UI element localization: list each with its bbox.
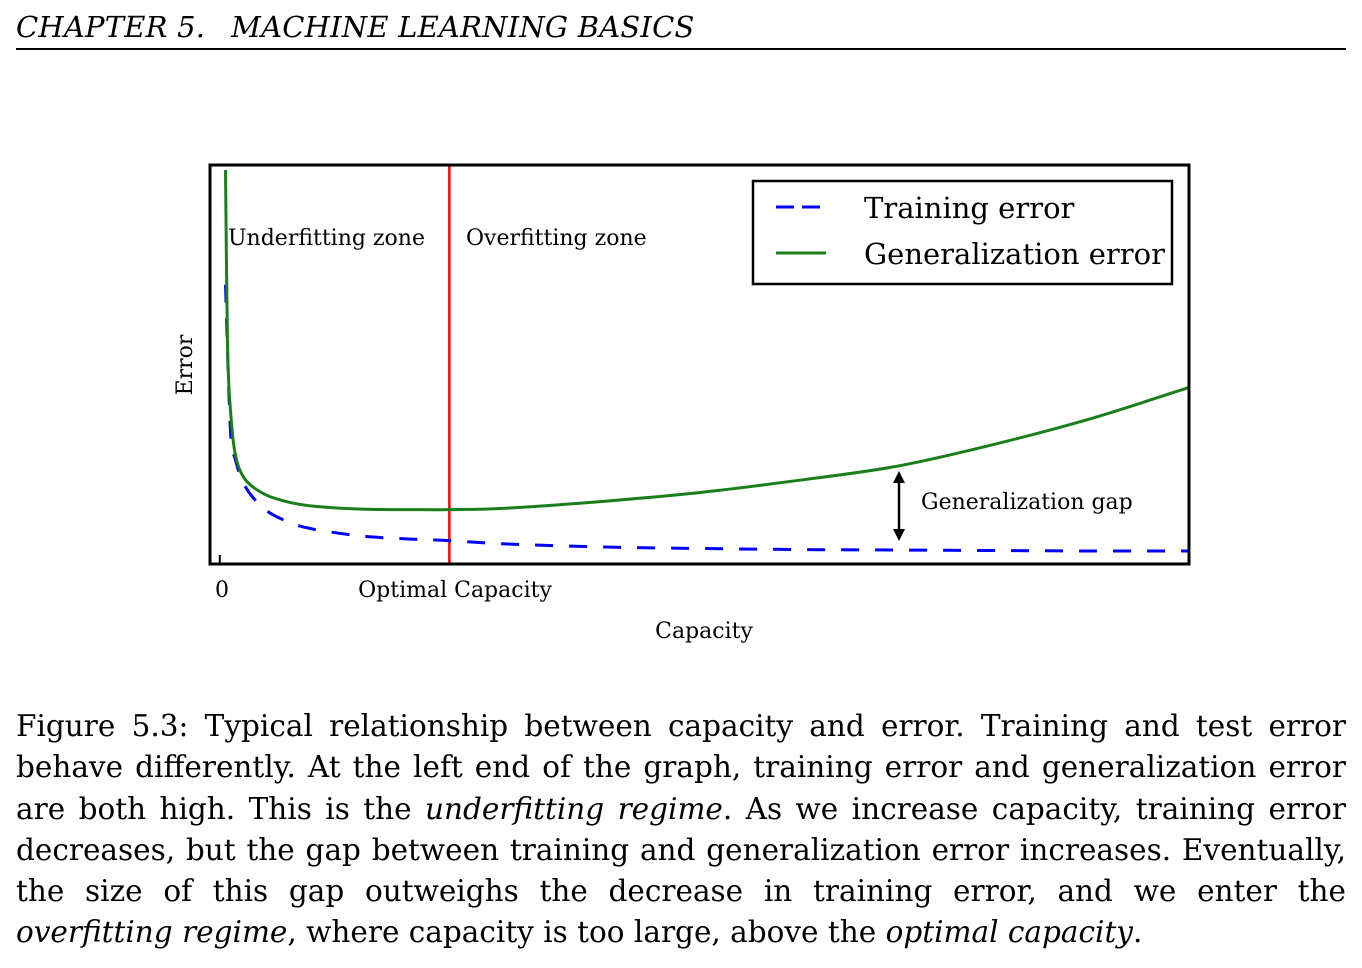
x-axis-label: Capacity (655, 619, 753, 644)
term-overfitting-regime: overfitting regime (16, 915, 288, 950)
capacity-error-figure: 0 Optimal Capacity Capacity Error Underf… (173, 163, 1191, 644)
caption-text-4: . (1132, 915, 1143, 950)
legend: Training error Generalization error (751, 179, 1174, 286)
legend-label-generalization: Generalization error (864, 237, 1165, 271)
generalization-gap-annotation: Generalization gap (893, 471, 1133, 541)
figure-caption: Figure 5.3: Typical relationship between… (16, 706, 1346, 954)
legend-label-training: Training error (864, 191, 1075, 225)
legend-box (751, 179, 1174, 286)
x-tick-label-0: 0 (215, 578, 229, 603)
underfitting-zone-label: Underfitting zone (228, 226, 425, 251)
optimal-capacity-label: Optimal Capacity (358, 578, 552, 603)
figure-label: Figure 5.3: (16, 709, 189, 743)
training-error-curve (224, 284, 1189, 553)
chapter-number: CHAPTER 5. (16, 10, 206, 44)
generalization-gap-label: Generalization gap (921, 490, 1133, 515)
plot-area (224, 165, 1189, 564)
caption-text-2: . As we increase capacity, training erro… (16, 791, 1346, 909)
generalization-error-curve (224, 169, 1189, 512)
chapter-title: MACHINE LEARNING BASICS (231, 10, 695, 44)
caption-text-3: , where capacity is too large, above the (287, 915, 877, 950)
header-rule (16, 48, 1346, 50)
overfitting-zone-label: Overfitting zone (466, 226, 647, 251)
plot-frame (208, 163, 1191, 566)
caption-text-1: Typical relationship between capacity an… (16, 709, 1346, 826)
gap-arrow-head-up (893, 471, 905, 483)
y-axis-label: Error (173, 334, 198, 395)
running-head: CHAPTER 5. MACHINE LEARNING BASICS (16, 8, 695, 46)
term-optimal-capacity: optimal capacity (885, 915, 1133, 950)
term-underfitting-regime: underfitting regime (425, 791, 723, 826)
gap-arrow-head-down (893, 529, 905, 541)
